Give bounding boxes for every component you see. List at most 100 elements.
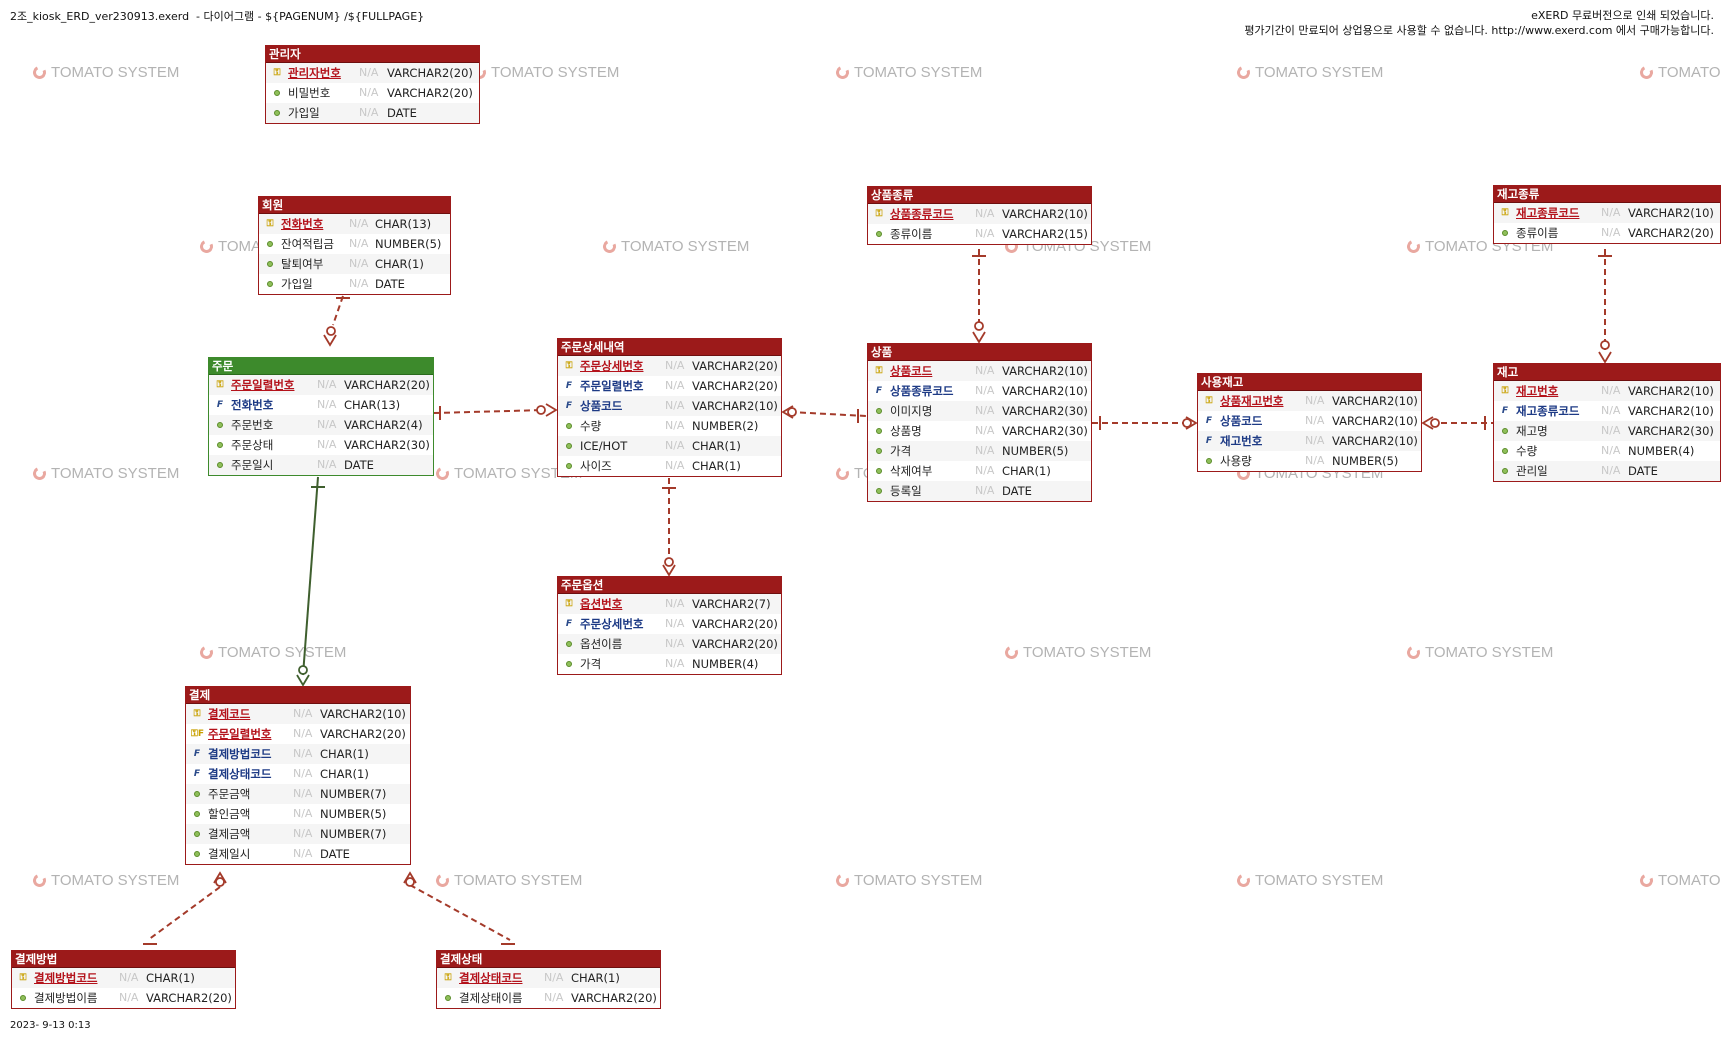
tomato-system-watermark: TOMATO SYSTEM	[434, 465, 582, 482]
primary-key-icon: ⚿	[565, 599, 573, 609]
attribute-icon	[873, 445, 885, 457]
cardinality-zero-mark	[787, 407, 797, 417]
entity-title[interactable]: 상품종류	[868, 187, 1091, 204]
column-type: VARCHAR2(10)	[1002, 207, 1088, 221]
entity-title[interactable]: 결제	[186, 687, 410, 704]
column-nullable: N/A	[317, 458, 337, 471]
column-name: 종류이름	[890, 227, 933, 241]
attribute-icon	[191, 808, 203, 820]
entity-title[interactable]: 관리자	[266, 46, 479, 63]
watermark-text: TOMATO SYSTEM	[51, 64, 180, 81]
entity-title[interactable]: 주문옵션	[558, 577, 781, 594]
entity-title[interactable]: 결제상태	[437, 951, 660, 968]
column-nullable: N/A	[975, 384, 995, 397]
attribute-icon	[264, 258, 276, 270]
column-name: 결제상태코드	[208, 767, 272, 781]
entity-title[interactable]: 회원	[259, 197, 450, 214]
entity-title[interactable]: 주문상세내역	[558, 339, 781, 356]
column-name: 종류이름	[1516, 226, 1559, 240]
entity-title[interactable]: 재고	[1494, 364, 1720, 381]
column-name: 가입일	[288, 106, 320, 120]
column-type: CHAR(1)	[571, 971, 620, 985]
attribute-icon	[271, 87, 283, 99]
attribute-icon	[873, 425, 885, 437]
column-nullable: N/A	[317, 418, 337, 431]
entity-title[interactable]: 상품	[868, 344, 1091, 361]
entity-title[interactable]: 주문	[209, 358, 433, 375]
column-type: VARCHAR2(10)	[1332, 434, 1418, 448]
column-type: VARCHAR2(20)	[146, 991, 232, 1005]
entity-title[interactable]: 재고종류	[1494, 186, 1720, 203]
entity-title[interactable]: 사용재고	[1198, 374, 1421, 391]
entity-title[interactable]: 결제방법	[12, 951, 235, 968]
